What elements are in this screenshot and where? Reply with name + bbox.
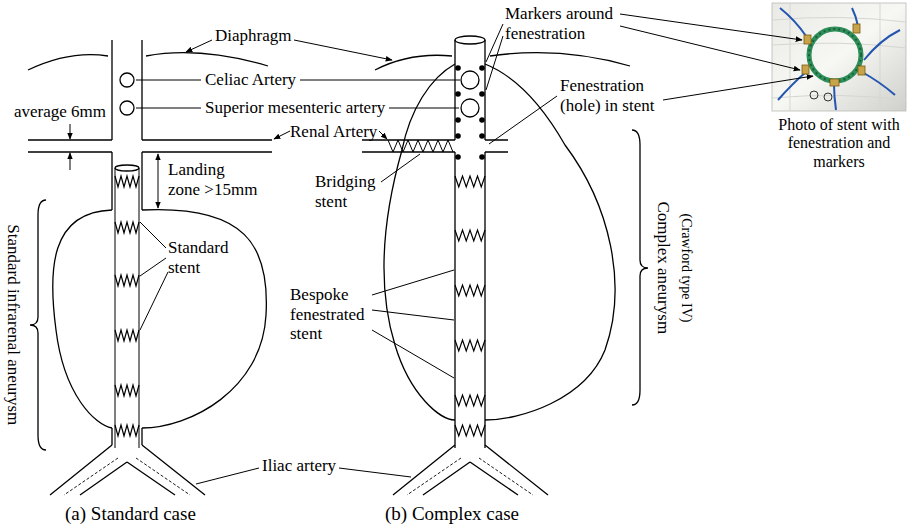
fenestration-markers bbox=[455, 65, 485, 160]
sma-origin bbox=[120, 101, 134, 115]
stent-ring bbox=[455, 395, 485, 406]
diaphragm-line bbox=[490, 53, 630, 66]
stent-top bbox=[455, 36, 485, 44]
aneurysm-outline bbox=[384, 64, 455, 420]
iliac-artery bbox=[50, 445, 205, 495]
bridging-stent bbox=[388, 140, 453, 152]
dimension-label: Landing zone >15mm bbox=[168, 160, 259, 199]
stent-ring bbox=[115, 176, 139, 187]
part-label: Bridging stent bbox=[315, 172, 381, 211]
celiac-origin bbox=[120, 73, 134, 87]
renal-artery bbox=[28, 140, 272, 152]
fenestrated-stent-wall bbox=[455, 40, 485, 448]
part-label: Bespoke fenestrated stent bbox=[290, 285, 372, 344]
stent-photo bbox=[772, 3, 906, 111]
region-note: (Crawford type IV) bbox=[678, 214, 694, 323]
stent-ring bbox=[115, 275, 139, 286]
part-label: Iliac artery bbox=[262, 456, 336, 476]
aorta-wall bbox=[112, 40, 142, 445]
part-label: Standard stent bbox=[168, 238, 232, 277]
stent-ring bbox=[455, 230, 485, 241]
bracket bbox=[30, 200, 46, 450]
part-label: Diaphragm bbox=[215, 26, 291, 46]
celiac-fenestration bbox=[461, 71, 479, 89]
stent-ring bbox=[115, 425, 139, 436]
part-label: Celiac Artery bbox=[205, 70, 296, 90]
diaphragm-line bbox=[28, 55, 108, 70]
photo-caption: Photo of stent with fenestration and mar… bbox=[772, 116, 906, 171]
leader-lines bbox=[70, 14, 813, 484]
stent-limb bbox=[64, 458, 190, 495]
stent-ring bbox=[115, 330, 139, 341]
stent-limb bbox=[407, 458, 533, 495]
stent-top bbox=[115, 165, 139, 171]
stent-ring bbox=[455, 425, 485, 436]
stent-ring bbox=[455, 285, 485, 296]
part-label: Renal Artery bbox=[290, 122, 377, 142]
aneurysm-outline bbox=[485, 64, 615, 420]
stent-ring bbox=[115, 385, 139, 396]
region-label: Standard infrarenal aneurysm bbox=[4, 224, 24, 425]
diaphragm-line bbox=[375, 55, 452, 70]
bracket bbox=[632, 130, 648, 405]
renal-artery bbox=[362, 140, 508, 152]
stent-ring bbox=[115, 222, 139, 233]
region-label: Complex aneurysm bbox=[653, 202, 673, 335]
diaphragm-line bbox=[146, 53, 268, 66]
part-label: Superior mesenteric artery bbox=[205, 98, 385, 118]
stent-wall bbox=[115, 168, 139, 448]
stent-ring bbox=[455, 176, 485, 187]
dimension-label: average 6mm bbox=[14, 102, 106, 122]
sma-fenestration bbox=[461, 99, 479, 117]
aneurysm-outline bbox=[53, 210, 112, 428]
part-label: Markers around fenestration bbox=[505, 4, 619, 43]
figure-caption: (a) Standard case bbox=[65, 503, 196, 525]
iliac-artery bbox=[393, 445, 548, 495]
figure-caption: (b) Complex case bbox=[385, 503, 519, 525]
stent-ring bbox=[455, 340, 485, 351]
part-label: Fenestration (hole) in stent bbox=[560, 76, 662, 115]
